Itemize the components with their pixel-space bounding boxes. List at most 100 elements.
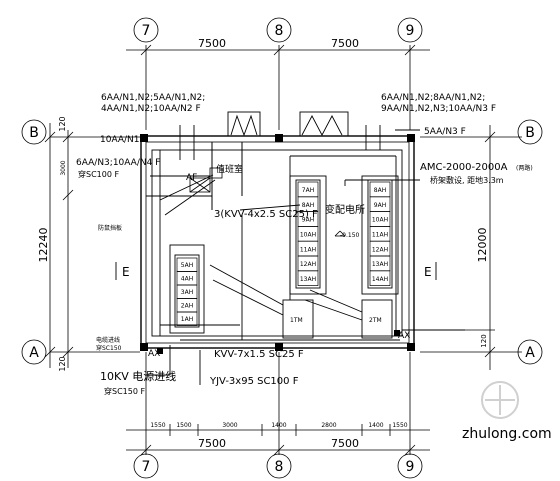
- duty-room-label: 值班室: [216, 163, 243, 175]
- dim-right-bottom: 120: [480, 334, 488, 347]
- note-kvv-top: 3(KVV-4x2.5 SC25) F: [214, 209, 318, 220]
- ax-label-right: AX: [398, 331, 410, 341]
- right-panel-label: 12AH: [372, 246, 388, 253]
- note-top-left-line1: 6AA/N1,N2;5AA/N1,N2;: [101, 93, 205, 103]
- ax-box-right: [394, 330, 400, 336]
- note-yjv: YJV-3x95 SC100 F: [209, 376, 299, 387]
- dim-left-mid: 3000: [60, 160, 67, 175]
- axis-bubble-left-B: [21, 119, 47, 145]
- note-kvv-bottom: KVV-7x1.5 SC25 F: [214, 349, 304, 360]
- right-panel-label: 9AH: [374, 202, 386, 209]
- right-panel-label: 11AH: [372, 231, 388, 238]
- structural-columns: [140, 134, 415, 351]
- note-amc-sub: 桥架敷设, 距地3.3m: [430, 175, 504, 185]
- mid-panels: 7AH 8AH 9AH 10AH 11AH 12AH 13AH: [297, 181, 319, 286]
- axis-bubble-bottom-7: [133, 453, 159, 479]
- substation-label: 变配电所: [325, 203, 365, 216]
- right-panel-label: 10AH: [372, 217, 388, 224]
- dim-right-total: 12000: [476, 228, 489, 263]
- mid-panel-label: 10AH: [300, 231, 316, 238]
- section-marker-left: E: [122, 265, 130, 279]
- dim-detail-1: 1550: [150, 422, 165, 429]
- axis-bubble-right-A: [517, 339, 543, 365]
- mid-panel-stack: [289, 175, 327, 295]
- note-10kv-sub: 穿SC150 F: [104, 386, 145, 396]
- axis-bubble-top-7: [133, 17, 159, 43]
- mid-panel-label: 13AH: [300, 276, 316, 283]
- axis-bubble-left-A: [21, 339, 47, 365]
- dim-top-span-2: 7500: [331, 37, 359, 50]
- dim-left-total: 12240: [37, 228, 50, 263]
- dim-detail-7: 1550: [392, 422, 407, 429]
- note-sc100: 穿SC100 F: [78, 169, 119, 179]
- dim-bottom-span-2: 7500: [331, 437, 359, 450]
- axis-label-bottom-8: 8: [275, 459, 284, 475]
- ax-box-left: [157, 348, 163, 354]
- axis-label-bottom-9: 9: [406, 459, 415, 475]
- note-left-bottom-1: 电缆进线: [96, 336, 120, 344]
- left-panel-label: 5AH: [181, 262, 193, 269]
- right-panel-label: 14AH: [372, 276, 388, 283]
- left-panel-label: 2AH: [181, 303, 193, 310]
- transformers: [282, 299, 393, 339]
- left-axis-group: [21, 119, 140, 368]
- duty-room-equipment: [189, 167, 223, 193]
- dim-detail-5: 2800: [321, 422, 336, 429]
- level-label: -0.150: [340, 232, 360, 239]
- note-top-right-line1: 6AA/N1,N2;8AA/N1,N2;: [381, 93, 485, 103]
- dim-bottom-span-1: 7500: [198, 437, 226, 450]
- note-left: 防鼠挡板: [98, 224, 122, 232]
- right-panel-stack: [361, 175, 399, 295]
- axis-bubble-bottom-9: [397, 453, 423, 479]
- note-amc: AMC-2000-2000A: [420, 162, 508, 173]
- right-panel-cell: [369, 270, 391, 286]
- axis-label-top-8: 8: [275, 23, 284, 39]
- note-10aa: 10AA/N1: [100, 135, 140, 145]
- axis-bubble-top-8: [266, 17, 292, 43]
- note-top-left-line2: 4AA/N1,N2;10AA/N2 F: [101, 104, 201, 114]
- axis-bubble-bottom-8: [266, 453, 292, 479]
- mid-panel-label: 9AH: [302, 217, 314, 224]
- roof-vent-left: [227, 111, 261, 137]
- note-5aa: 5AA/N3 F: [424, 127, 466, 137]
- mid-panel-label: 11AH: [300, 246, 316, 253]
- mid-panel-label: 8AH: [302, 202, 314, 209]
- watermark-logo: [481, 381, 519, 419]
- right-panel-label: 13AH: [372, 261, 388, 268]
- note-amc-extra: (两路): [516, 164, 533, 172]
- axis-label-left-B: B: [29, 125, 39, 141]
- axis-bubble-right-B: [517, 119, 543, 145]
- axis-label-right-A: A: [525, 345, 535, 361]
- note-10kv: 10KV 电源进线: [100, 369, 176, 383]
- top-axis-group: [126, 17, 430, 130]
- dim-left-top: 120: [58, 116, 67, 131]
- left-panel-stack: [169, 244, 205, 334]
- section-marker-right: E: [424, 265, 432, 279]
- axis-label-right-B: B: [525, 125, 535, 141]
- ax-label-left: AX: [148, 349, 160, 359]
- dim-detail-4: 1400: [271, 422, 286, 429]
- left-panel-label: 1AH: [181, 316, 193, 323]
- left-panel-label: 4AH: [181, 276, 193, 283]
- roof-vent-right: [299, 111, 349, 137]
- axis-label-top-7: 7: [142, 23, 151, 39]
- dim-detail-2: 1500: [176, 422, 191, 429]
- axis-label-left-A: A: [29, 345, 39, 361]
- note-6aa: 6AA/N3;10AA/N4 F: [76, 158, 160, 168]
- mid-panel-label: 12AH: [300, 261, 316, 268]
- transformer-2-label: 2TM: [369, 317, 382, 324]
- mid-panel-label: 7AH: [302, 187, 314, 194]
- left-panel-label: 3AH: [181, 289, 193, 296]
- axis-label-top-9: 9: [406, 23, 415, 39]
- level-marker: [334, 230, 346, 237]
- axis-label-bottom-7: 7: [142, 459, 151, 475]
- note-top-right-line2: 9AA/N1,N2,N3;10AA/N3 F: [381, 104, 496, 114]
- mid-panel-cell: [297, 270, 319, 286]
- dim-left-bottom: 120: [58, 356, 67, 371]
- right-axis-group: [420, 119, 543, 370]
- section-markers: [115, 262, 437, 280]
- af-tag: AF: [186, 173, 197, 183]
- left-panels: 5AH 4AH 3AH 2AH 1AH: [176, 257, 198, 326]
